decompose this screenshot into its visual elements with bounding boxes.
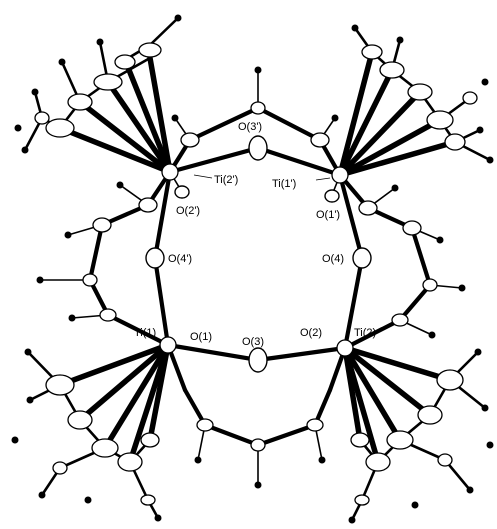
cp-ligand-bottom-right bbox=[342, 345, 494, 524]
atom-labels: O(3') Ti(2') Ti(1') O(2') O(1') O(4') O(… bbox=[134, 121, 376, 348]
label-ti2: Ti(2) bbox=[354, 327, 376, 339]
label-o2-prime: O(2') bbox=[176, 205, 200, 217]
atom-ti1-prime bbox=[331, 166, 349, 184]
atom-o3 bbox=[248, 347, 268, 373]
atom-o1-prime bbox=[324, 189, 340, 203]
label-o1: O(1) bbox=[190, 331, 212, 343]
atom-o4-prime bbox=[145, 247, 165, 269]
label-o1-prime: O(1') bbox=[316, 209, 340, 221]
label-o4: O(4) bbox=[322, 253, 344, 265]
cp-ligand-bottom-left bbox=[11, 342, 171, 522]
label-o2: O(2) bbox=[300, 327, 322, 339]
label-o4-prime: O(4') bbox=[168, 253, 192, 265]
label-o3: O(3) bbox=[242, 336, 264, 348]
atom-ti2 bbox=[336, 339, 354, 357]
atom-o3-prime bbox=[248, 135, 268, 161]
atom-o2-prime bbox=[174, 185, 190, 199]
ti-o-core bbox=[145, 135, 372, 373]
label-o3-prime: O(3') bbox=[238, 121, 262, 133]
atom-ti2-prime bbox=[161, 163, 179, 181]
label-ti1-prime: Ti(1') bbox=[272, 178, 296, 190]
label-ti2-prime: Ti(2') bbox=[214, 174, 238, 186]
bridge-chain-right bbox=[337, 172, 466, 351]
cp-ligand-top-left bbox=[14, 14, 182, 175]
cp-ligand-top-right bbox=[337, 24, 494, 178]
label-ti1: Ti(1) bbox=[134, 327, 156, 339]
atom-ti1 bbox=[159, 336, 177, 354]
atom-o4 bbox=[352, 247, 372, 269]
